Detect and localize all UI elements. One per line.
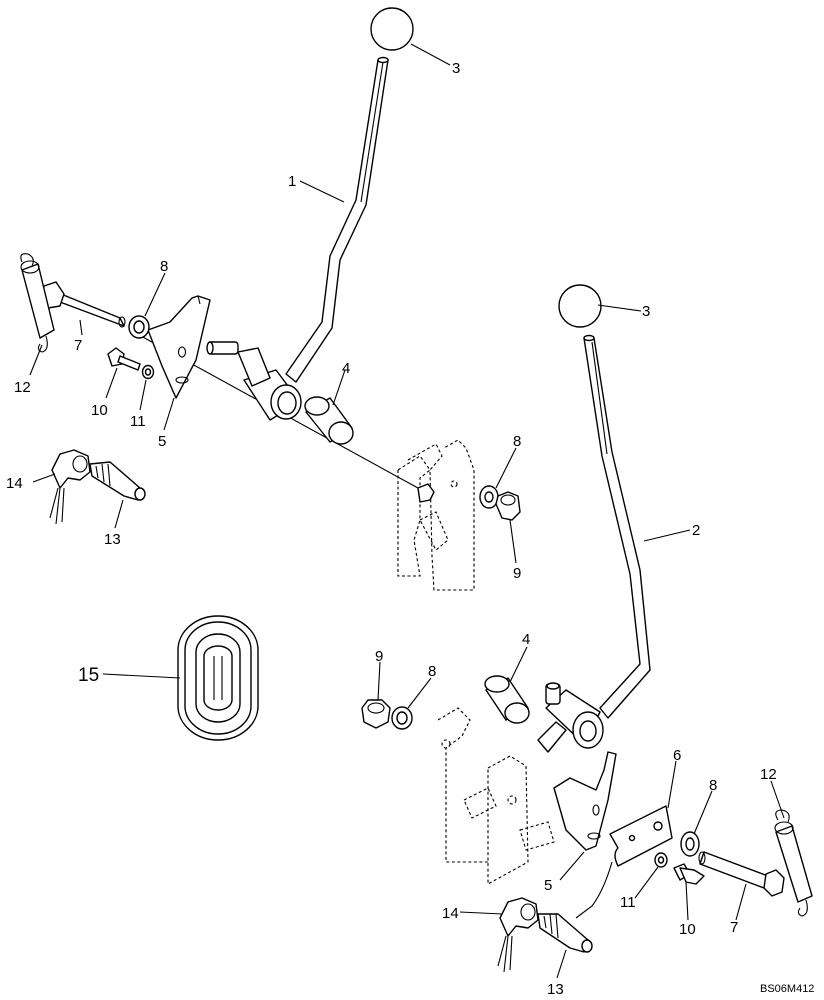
callout-5-upper: 5 (158, 433, 166, 450)
callout-1: 1 (288, 173, 296, 190)
grommet-15 (177, 615, 259, 741)
callout-4-lower: 4 (522, 631, 530, 648)
callout-10-upper: 10 (91, 402, 108, 419)
callout-5-lower: 5 (544, 877, 552, 894)
drawing-reference: BS06M412 (760, 983, 814, 995)
callout-8-lower-right: 8 (709, 777, 717, 794)
callout-3-lower: 3 (642, 303, 650, 320)
callout-9-lower: 9 (375, 648, 383, 665)
washer-11-upper (141, 364, 155, 380)
bracket-5-lower (553, 751, 617, 851)
washer-8-lower-right (680, 831, 700, 857)
callout-14-lower: 14 (442, 905, 459, 922)
callout-14-upper: 14 (6, 475, 23, 492)
mounting-bracket-dashed-upper (397, 439, 475, 591)
bushing-4-upper (304, 396, 354, 445)
washer-11-lower (654, 852, 668, 868)
pivot-hub-upper (206, 341, 302, 421)
washer-8-lower-left (391, 706, 413, 730)
shift-lever-1 (285, 56, 389, 383)
callout-11-lower: 11 (620, 894, 636, 911)
callout-4-upper: 4 (342, 360, 350, 377)
plate-6 (609, 805, 673, 867)
bolt-10-lower (673, 863, 705, 885)
callout-8-upper-right: 8 (513, 433, 521, 450)
nut-9-upper (495, 491, 521, 521)
callout-12-upper: 12 (14, 379, 31, 396)
nut-9-lower (361, 699, 391, 729)
knob-3-upper (370, 7, 414, 51)
callout-12-lower: 12 (760, 766, 777, 783)
pin-7-upper (41, 281, 126, 328)
callout-8-upper-left: 8 (160, 258, 168, 275)
spring-12-lower (774, 809, 813, 917)
callout-3-upper: 3 (452, 60, 460, 77)
sensor-13-lower (537, 913, 593, 953)
sensor-13-upper (89, 461, 146, 501)
pin-7-lower (698, 851, 785, 897)
callout-8-lower-left: 8 (428, 663, 436, 680)
callout-6: 6 (673, 747, 681, 764)
callout-15: 15 (78, 665, 99, 686)
bolt-10-upper (107, 347, 141, 371)
callout-13-lower: 13 (547, 981, 564, 998)
connector-14-upper (49, 449, 91, 525)
callout-11-upper: 11 (130, 413, 146, 430)
shift-lever-2 (583, 334, 651, 719)
callout-2: 2 (692, 522, 700, 539)
callout-7-lower: 7 (730, 919, 738, 936)
mounting-bracket-dashed-lower (437, 707, 555, 885)
connector-14-lower (497, 897, 539, 973)
callout-10-lower: 10 (679, 921, 696, 938)
callout-13-upper: 13 (104, 531, 121, 548)
sensor-wire-lower (575, 861, 613, 919)
knob-3-lower (558, 284, 602, 328)
washer-8-upper-left (128, 315, 150, 339)
pivot-hub-lower (537, 682, 604, 753)
bracket-5-upper (147, 295, 211, 399)
callout-7-upper: 7 (74, 337, 82, 354)
callout-9-upper: 9 (513, 565, 521, 582)
bushing-4-lower (484, 675, 530, 724)
spring-12-upper (20, 253, 55, 353)
washer-8-upper-right (479, 485, 499, 509)
